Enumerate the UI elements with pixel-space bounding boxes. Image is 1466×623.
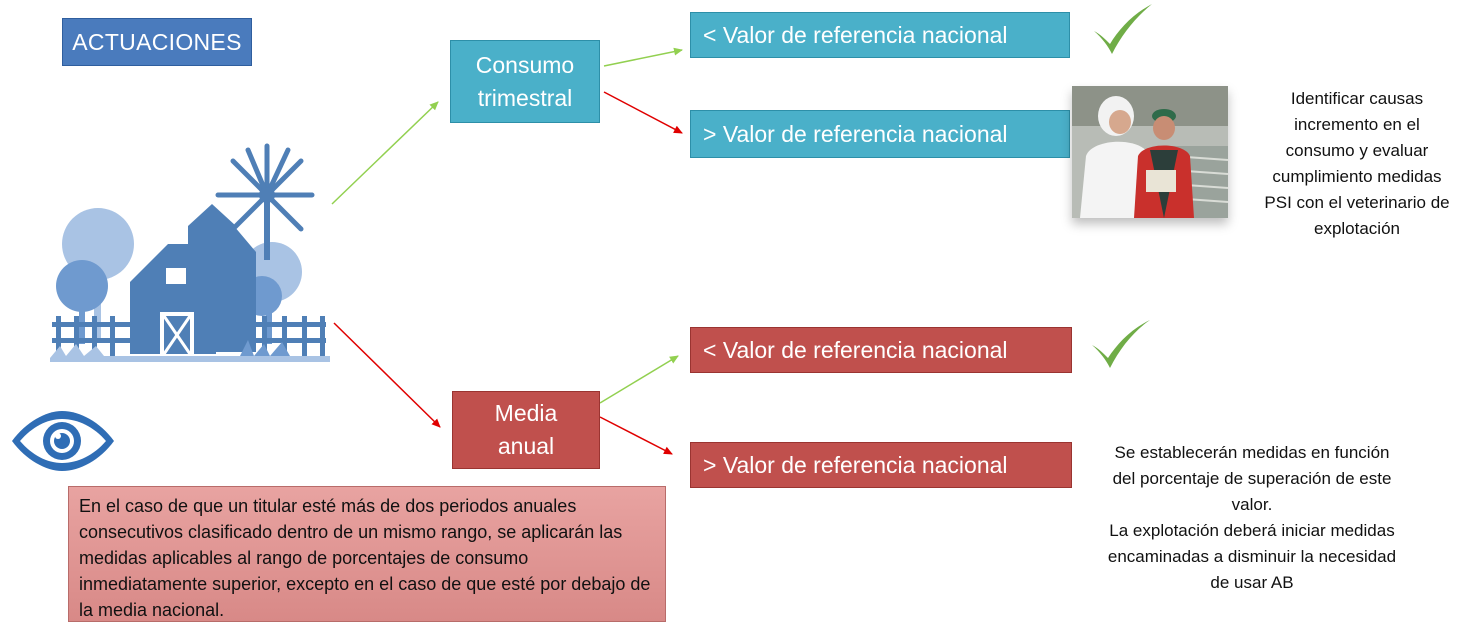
- text-line: Se establecerán medidas en función: [1114, 443, 1390, 462]
- media-above-action-text: Se establecerán medidas en función del p…: [1076, 440, 1428, 596]
- veterinarians-photo: [1072, 86, 1228, 218]
- node-label-line: Media: [494, 400, 558, 426]
- text-line: explotación: [1313, 219, 1400, 238]
- checkmark-icon: [1094, 4, 1152, 54]
- arrow-consumo-to-above: [603, 91, 683, 134]
- node-label-line: anual: [497, 433, 555, 459]
- arrow-media-to-above: [599, 416, 673, 455]
- outcome-consumo-above: > Valor de referencia nacional: [690, 110, 1070, 158]
- node-label-line: trimestral: [477, 84, 573, 111]
- note-box: En el caso de que un titular esté más de…: [68, 486, 666, 622]
- consumo-above-action-text: Identificar causas incremento en el cons…: [1248, 86, 1466, 242]
- text-line: La explotación deberá iniciar medidas: [1109, 521, 1395, 540]
- node-media-anual: Media anual: [452, 391, 600, 469]
- text-line: de usar AB: [1210, 573, 1294, 592]
- text-line: Identificar causas: [1290, 89, 1424, 108]
- outcome-media-below: < Valor de referencia nacional: [690, 327, 1072, 373]
- farm-icon: [50, 143, 330, 362]
- text-line: valor.: [1231, 495, 1273, 514]
- text-line: consumo y evaluar: [1285, 141, 1429, 160]
- arrow-farm-to-consumo: [331, 101, 439, 205]
- checkmark-icon: [1092, 320, 1150, 368]
- text-line: incremento en el: [1294, 115, 1420, 134]
- arrow-media-to-below: [599, 355, 679, 404]
- eye-icon: [12, 411, 114, 471]
- text-line: encaminadas a disminuir la necesidad: [1107, 547, 1397, 566]
- text-line: PSI con el veterinario de: [1264, 193, 1450, 212]
- arrow-consumo-to-below: [603, 47, 683, 67]
- arrow-farm-to-media: [333, 322, 441, 428]
- node-consumo-trimestral: Consumo trimestral: [450, 40, 600, 123]
- outcome-consumo-below: < Valor de referencia nacional: [690, 12, 1070, 58]
- outcome-media-above: > Valor de referencia nacional: [690, 442, 1072, 488]
- node-label-line: Consumo: [475, 51, 575, 78]
- text-line: del porcentaje de superación de este: [1112, 469, 1392, 488]
- page-title: ACTUACIONES: [62, 18, 252, 66]
- text-line: cumplimiento medidas: [1272, 167, 1442, 186]
